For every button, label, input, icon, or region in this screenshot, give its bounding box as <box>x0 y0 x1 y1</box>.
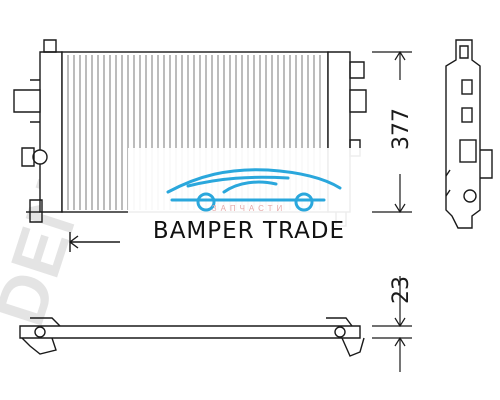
core-fins <box>67 55 321 210</box>
left-tank <box>39 51 63 213</box>
logo-subtitle: ЗАПЧАСТИ <box>211 204 287 213</box>
thickness-dimension <box>372 276 412 372</box>
height-dimension-label: 377 <box>389 108 414 150</box>
car-silhouette-icon <box>166 168 342 212</box>
thickness-dimension-label: 23 <box>389 276 414 304</box>
radiator-top-view <box>19 317 365 357</box>
radiator-side-view <box>445 39 493 229</box>
height-dimension <box>372 50 412 214</box>
brand-logo: ЗАПЧАСТИ BAMPER TRADE <box>128 148 370 254</box>
logo-brand-name: BAMPER TRADE <box>152 218 346 244</box>
